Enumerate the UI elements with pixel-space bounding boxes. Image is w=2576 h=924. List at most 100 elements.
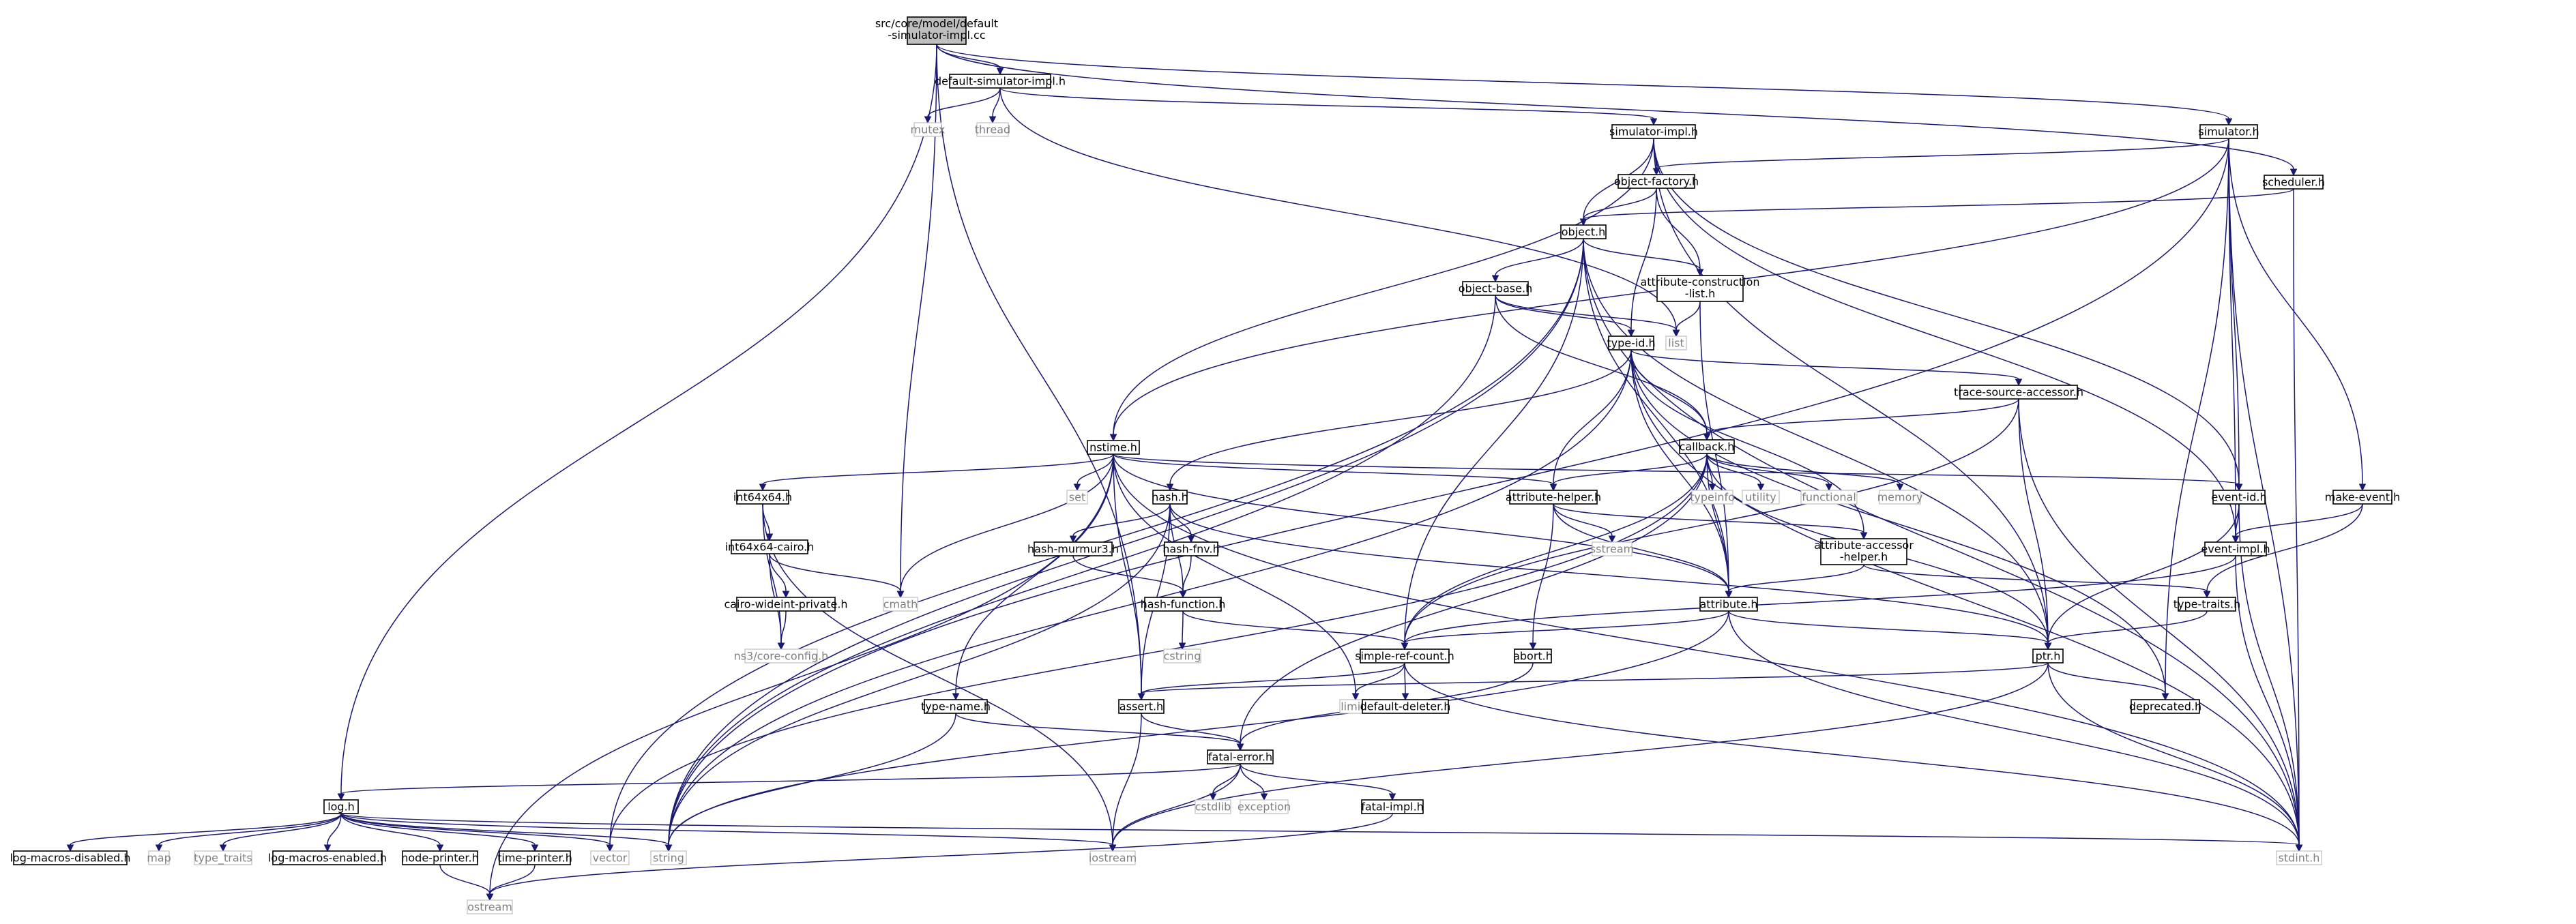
edge-attrconst-to-list bbox=[1675, 301, 1701, 331]
arrowhead-log-to-stdint bbox=[2295, 844, 2303, 852]
header-node[interactable]: simulator.h bbox=[2198, 124, 2259, 139]
node-box bbox=[1066, 490, 1088, 505]
node-box bbox=[1118, 699, 1165, 714]
arrowhead-int64cairo-to-cairowide bbox=[782, 591, 790, 599]
header-node[interactable]: ptr.h bbox=[2032, 649, 2064, 664]
node-label: cmath bbox=[883, 598, 918, 611]
system-header-node: utility bbox=[1742, 490, 1780, 505]
header-node[interactable]: fatal-impl.h bbox=[1361, 799, 1424, 814]
edge-int64x64-to-iostream bbox=[762, 503, 1113, 846]
edge-attribute-to-stdint bbox=[1728, 610, 2300, 846]
header-node[interactable]: abort.h bbox=[1513, 649, 1553, 664]
header-node[interactable]: object-factory.h bbox=[1614, 174, 1699, 189]
node-box bbox=[1089, 850, 1136, 865]
edge-object-to-attribute bbox=[1583, 238, 1729, 592]
header-node[interactable]: type-name.h bbox=[921, 699, 991, 714]
header-node[interactable]: simple-ref-count.h bbox=[1355, 649, 1454, 664]
header-node[interactable]: hash.h bbox=[1152, 490, 1188, 505]
header-node[interactable]: log-macros-disabled.h bbox=[10, 850, 131, 865]
header-node[interactable]: nstime.h bbox=[1087, 440, 1140, 455]
header-node[interactable]: attribute-construction-list.h bbox=[1640, 275, 1760, 302]
edge-log-to-vector bbox=[340, 813, 611, 846]
edge-attrhelper-to-sstream bbox=[1553, 503, 1613, 537]
node-box bbox=[323, 799, 359, 814]
header-node[interactable]: type-id.h bbox=[1607, 336, 1656, 351]
edge-callback-to-simplerefcount bbox=[1404, 453, 1708, 644]
edge-nstime-to-limits bbox=[1113, 453, 1356, 694]
header-node[interactable]: deprecated.h bbox=[2129, 699, 2201, 714]
arrowhead-log-to-iostream bbox=[1109, 844, 1117, 852]
header-node[interactable]: attribute-accessor-helper.h bbox=[1814, 538, 1914, 565]
edge-hash-to-hashfnv bbox=[1169, 503, 1192, 537]
header-node[interactable]: scheduler.h bbox=[2262, 175, 2325, 190]
header-node[interactable]: assert.h bbox=[1118, 699, 1165, 714]
arrowhead-log-to-type_traits bbox=[219, 844, 227, 852]
node-box bbox=[1514, 649, 1552, 664]
header-node[interactable]: default-deleter.h bbox=[1360, 699, 1451, 714]
node-label: src/core/model/default bbox=[875, 17, 998, 30]
header-node[interactable]: simulator-impl.h bbox=[1609, 124, 1698, 139]
node-label: -list.h bbox=[1685, 287, 1716, 300]
header-node[interactable]: object-base.h bbox=[1459, 281, 1532, 296]
node-box bbox=[907, 16, 967, 45]
edge-root-to-simulator bbox=[936, 44, 2229, 119]
header-node[interactable]: cairo-wideint-private.h bbox=[724, 597, 848, 612]
edge-fatalerror-to-iostream bbox=[1112, 763, 1241, 846]
edge-int64x64-to-ns3config bbox=[762, 503, 782, 644]
header-node[interactable]: log-macros-enabled.h bbox=[268, 850, 387, 865]
node-label: -simulator-impl.cc bbox=[888, 29, 985, 42]
header-node[interactable]: fatal-error.h bbox=[1207, 749, 1274, 764]
arrowhead-assert-to-fatalerror bbox=[1236, 743, 1244, 751]
node-box bbox=[13, 850, 128, 865]
header-node[interactable]: attribute.h bbox=[1699, 597, 1758, 612]
arrowhead-attribute-to-simplerefcount bbox=[1401, 642, 1409, 651]
header-node[interactable]: attribute-helper.h bbox=[1506, 490, 1601, 505]
arrowhead-object-to-attrconst bbox=[1696, 269, 1704, 277]
arrowhead-callback-to-typeinfo bbox=[1708, 483, 1716, 492]
edge-attrhelper-to-abort bbox=[1532, 503, 1554, 644]
edge-object-to-simplerefcount bbox=[1404, 238, 1584, 644]
edge-root-to-cmath bbox=[900, 44, 937, 592]
edge-ptr-to-deprecated bbox=[2047, 662, 2166, 694]
header-node[interactable]: object.h bbox=[1560, 224, 1607, 239]
header-node[interactable]: int64x64-cairo.h bbox=[725, 539, 815, 554]
header-node[interactable]: event-id.h bbox=[2211, 490, 2267, 505]
header-node[interactable]: event-impl.h bbox=[2201, 541, 2270, 556]
edge-callback-to-memory bbox=[1706, 453, 1901, 485]
node-box bbox=[467, 899, 513, 914]
edge-fatalerror-to-fatalimpl bbox=[1240, 763, 1393, 794]
header-node[interactable]: default-simulator-impl.h bbox=[935, 74, 1066, 89]
arrowhead-dsi_h-to-simimpl bbox=[1650, 118, 1658, 126]
edge-nstime-to-int64x64 bbox=[762, 453, 1114, 485]
edge-simimpl-to-eventid bbox=[1653, 138, 2240, 485]
header-node[interactable]: make-event.h bbox=[2325, 490, 2401, 505]
edge-log-to-map bbox=[158, 813, 342, 846]
root-file-node[interactable]: src/core/model/default-simulator-impl.cc bbox=[875, 16, 998, 45]
header-node[interactable]: log.h bbox=[323, 799, 359, 814]
header-node[interactable]: trace-source-accessor.h bbox=[1954, 385, 2083, 400]
node-box bbox=[1361, 799, 1424, 814]
edge-typename-to-string bbox=[668, 713, 956, 846]
node-label: int64x64.h bbox=[733, 491, 792, 504]
arrowhead-int64x64-to-int64cairo bbox=[765, 533, 774, 541]
node-box bbox=[1679, 439, 1735, 454]
header-node[interactable]: node-printer.h bbox=[401, 850, 479, 865]
node-label: set bbox=[1069, 491, 1085, 504]
node-box bbox=[1699, 597, 1758, 612]
node-label: type_traits bbox=[194, 852, 252, 865]
node-label: stdint.h bbox=[2279, 852, 2320, 865]
header-node[interactable]: hash-murmur3.h bbox=[1027, 541, 1119, 556]
node-box bbox=[1164, 541, 1218, 556]
header-node[interactable]: time-printer.h bbox=[497, 850, 572, 865]
edge-hashfnv-to-hashfunc bbox=[1182, 555, 1192, 592]
arrowhead-attrhelper-to-abort bbox=[1529, 642, 1537, 651]
header-node[interactable]: int64x64.h bbox=[733, 490, 792, 505]
node-label: utility bbox=[1745, 491, 1776, 504]
arrowhead-log-to-logdisabled bbox=[66, 844, 74, 852]
header-node[interactable]: type-traits.h bbox=[2174, 597, 2240, 612]
arrowhead-simulator-to-makeevent bbox=[2358, 483, 2367, 492]
header-node[interactable]: callback.h bbox=[1679, 439, 1735, 454]
header-node[interactable]: hash-fnv.h bbox=[1162, 541, 1220, 556]
header-node[interactable]: hash-function.h bbox=[1141, 597, 1226, 612]
edge-eventimpl-to-simplerefcount bbox=[1404, 555, 2236, 644]
